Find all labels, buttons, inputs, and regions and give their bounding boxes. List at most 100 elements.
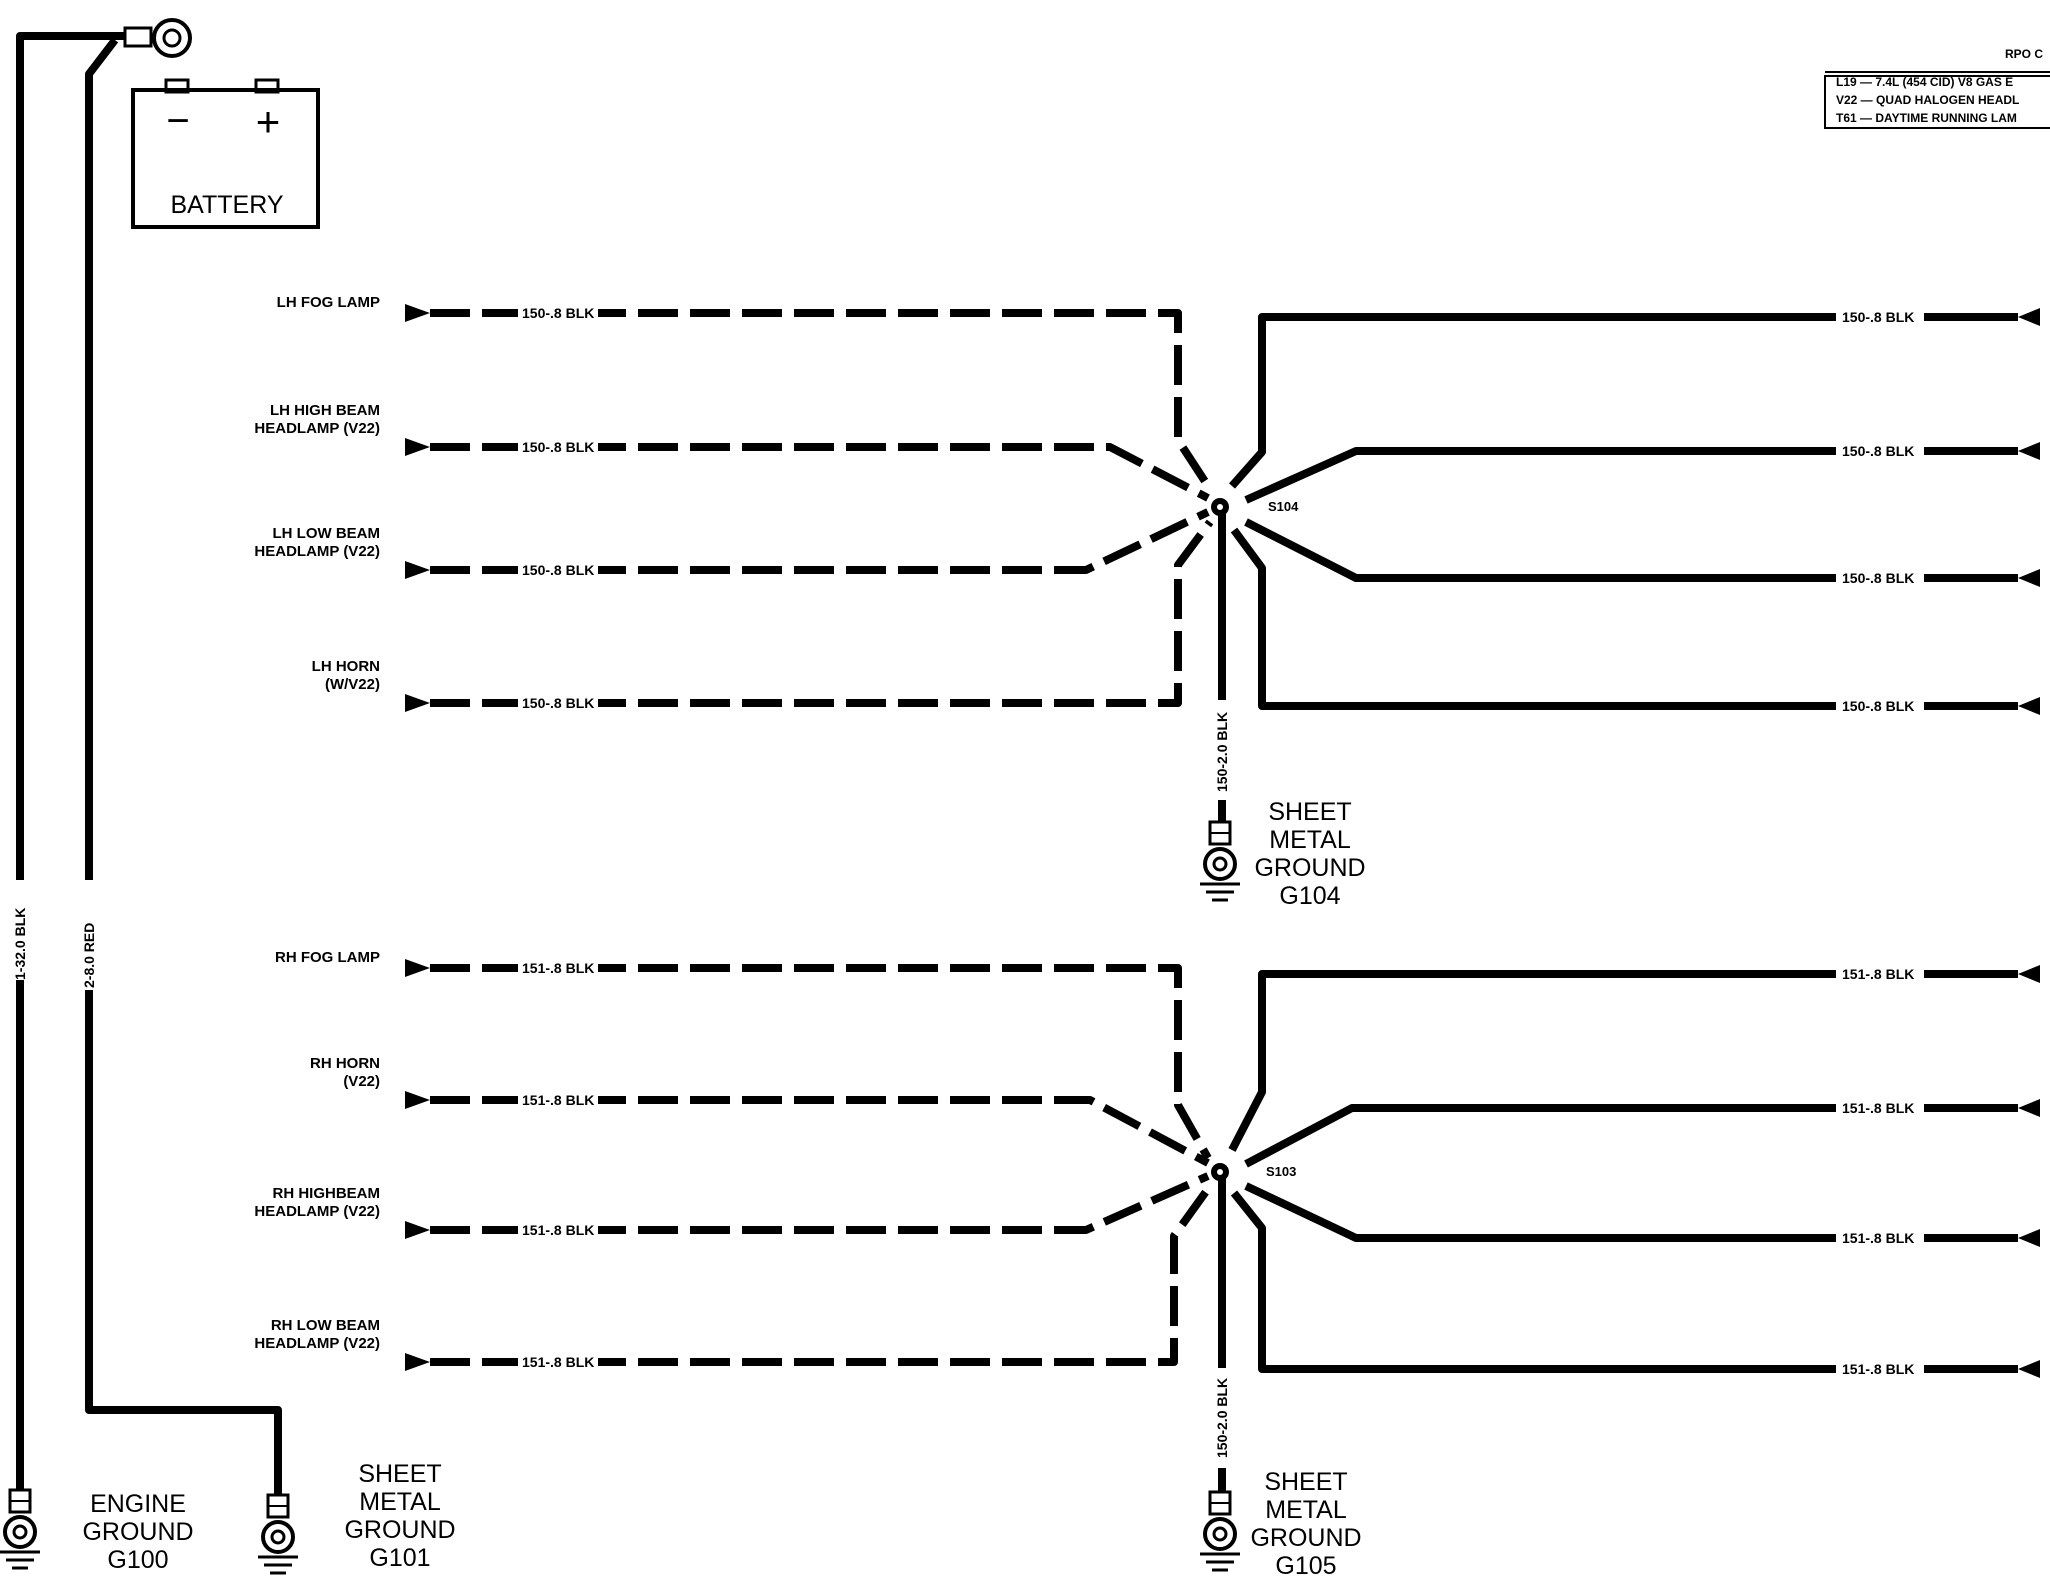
splice-s103-group: 150-2.0 BLK S103 (430, 964, 2018, 1492)
g105-label-1: METAL (1265, 1496, 1347, 1524)
rpo-title: RPO C (2005, 47, 2043, 61)
right-output-wire-4 (1230, 527, 2018, 710)
left-input-lower-3-label-1: HEADLAMP (V22) (254, 1335, 380, 1352)
left-input-lower-3-wire-label: 151-.8 BLK (522, 1354, 594, 1370)
left-input-upper-2-label-0: LH LOW BEAM (273, 525, 380, 542)
right-output-upper-3-arrow-icon (2018, 697, 2040, 715)
left-input-lower-2-label-0: RH HIGHBEAM (273, 1185, 381, 1202)
battery-terminal-ring-icon (152, 18, 192, 58)
battery-cables: 1-32.0 BLK 2-8.0 RED (8, 18, 282, 1495)
g105-ground-lug-icon (1203, 1517, 1237, 1551)
rh-low-beam-wire (430, 1183, 1214, 1366)
left-input-upper-3-arrow-icon (405, 694, 430, 712)
battery-terminal-connector (123, 26, 153, 48)
left-input-upper-2-wire-label: 150-.8 BLK (522, 562, 594, 578)
lh-high-beam-wire (430, 443, 1210, 502)
g104-label-2: GROUND (1254, 854, 1365, 882)
right-output-wire-8 (1230, 1190, 2018, 1373)
left-input-upper-0-arrow-icon (405, 304, 430, 322)
lh-fog-lamp-wire (430, 309, 1212, 489)
left-input-upper-3-wire-label: 150-.8 BLK (522, 695, 594, 711)
right-output-wire-3 (1244, 518, 2018, 582)
left-input-lower-3-arrow-icon (405, 1353, 430, 1371)
g105-label-2: GROUND (1250, 1524, 1361, 1552)
left-input-upper-1-wire-label: 150-.8 BLK (522, 439, 594, 455)
right-output-wire-7 (1244, 1182, 2018, 1242)
right-output-lower-2-arrow-icon (2018, 1229, 2040, 1247)
right-output-lower-2-wire-label: 151-.8 BLK (1842, 1230, 1914, 1246)
right-output-upper-0-wire-label: 150-.8 BLK (1842, 309, 1914, 325)
right-output-lower-0-wire-label: 151-.8 BLK (1842, 966, 1914, 982)
right-output-wire-2 (1244, 447, 2018, 504)
splice-s104-label: S104 (1268, 499, 1299, 514)
left-input-upper-2-label-1: HEADLAMP (V22) (254, 543, 380, 560)
g101-label-3: G101 (369, 1544, 430, 1572)
left-input-upper-0-wire-label: 150-.8 BLK (522, 305, 594, 321)
battery-label: BATTERY (171, 191, 284, 219)
left-input-lower-0-arrow-icon (405, 959, 430, 977)
g101-label-0: SHEET (358, 1460, 441, 1488)
s103-ground-wire-label: 150-2.0 BLK (1214, 1378, 1230, 1458)
g101-label-2: GROUND (344, 1516, 455, 1544)
ground-cable-label-gap (8, 880, 32, 980)
g105-label-3: G105 (1275, 1552, 1336, 1580)
splice-s104-group: 150-2.0 BLK S104 (430, 309, 2018, 822)
battery-minus-symbol: − (166, 99, 189, 143)
g105-label-0: SHEET (1264, 1468, 1347, 1496)
g104-ground-lug-icon (1203, 847, 1237, 881)
left-input-upper-1-label-1: HEADLAMP (V22) (254, 420, 380, 437)
rpo-line-l19: L19 — 7.4L (454 CID) V8 GAS E (1836, 75, 2013, 89)
left-input-upper-1-label-0: LH HIGH BEAM (270, 402, 380, 419)
left-input-lower-2-wire-label: 151-.8 BLK (522, 1222, 594, 1238)
g104-label-1: METAL (1269, 826, 1351, 854)
battery-ground-cable (16, 32, 128, 1490)
right-output-lower-1-arrow-icon (2018, 1099, 2040, 1117)
right-output-lower-3-arrow-icon (2018, 1360, 2040, 1378)
g100-label-1: GROUND (82, 1518, 193, 1546)
right-output-upper-1-wire-label: 150-.8 BLK (1842, 443, 1914, 459)
right-output-wire-1 (1229, 313, 2018, 489)
right-output-lower-0-arrow-icon (2018, 965, 2040, 983)
left-input-lower-3-label-0: RH LOW BEAM (271, 1317, 380, 1334)
right-output-lower-1-wire-label: 151-.8 BLK (1842, 1100, 1914, 1116)
s104-ground-wire-label: 150-2.0 BLK (1214, 712, 1230, 792)
battery: − + BATTERY (131, 78, 320, 229)
g100-ground-lug-icon (3, 1515, 37, 1549)
left-input-lower-0-label-0: RH FOG LAMP (275, 949, 380, 966)
left-input-upper-2-arrow-icon (405, 561, 430, 579)
battery-positive-cable-label: 2-8.0 RED (81, 923, 97, 988)
right-output-wire-6 (1244, 1104, 2018, 1168)
battery-positive-cable (85, 37, 282, 1495)
rpo-line-t61: T61 — DAYTIME RUNNING LAM (1836, 111, 2017, 125)
battery-case (131, 88, 320, 229)
left-input-lower-1-label-1: (V22) (343, 1073, 380, 1090)
rh-highbeam-wire (430, 1172, 1210, 1234)
g100-label-2: G100 (107, 1546, 168, 1574)
right-output-upper-2-arrow-icon (2018, 569, 2040, 587)
battery-positive-post (254, 78, 280, 94)
rpo-line-v22: V22 — QUAD HALOGEN HEADL (1836, 93, 2019, 107)
left-input-upper-3-label-0: LH HORN (312, 658, 380, 675)
battery-plus-symbol: + (256, 98, 281, 145)
g101-ground-lug-icon (261, 1520, 295, 1554)
right-output-upper-0-arrow-icon (2018, 308, 2040, 326)
rpo-code-box: RPO C L19 — 7.4L (454 CID) V8 GAS E V22 … (1824, 47, 2050, 129)
left-input-lower-0-wire-label: 151-.8 BLK (522, 960, 594, 976)
right-output-upper-2-wire-label: 150-.8 BLK (1842, 570, 1914, 586)
g104-label-3: G104 (1279, 882, 1340, 910)
battery-negative-post (164, 78, 190, 94)
g104-label-0: SHEET (1268, 798, 1351, 826)
left-input-lower-1-wire-label: 151-.8 BLK (522, 1092, 594, 1108)
left-input-upper-0-label-0: LH FOG LAMP (277, 294, 380, 311)
battery-ground-cable-label: 1-32.0 BLK (12, 908, 28, 980)
g100-label-0: ENGINE (90, 1490, 186, 1518)
positive-cable-label-gap (77, 880, 101, 990)
g101-label-1: METAL (359, 1488, 441, 1516)
right-output-lower-3-wire-label: 151-.8 BLK (1842, 1361, 1914, 1377)
lh-horn-wire (430, 519, 1214, 707)
right-output-upper-3-wire-label: 150-.8 BLK (1842, 698, 1914, 714)
left-input-lower-2-arrow-icon (405, 1221, 430, 1239)
right-output-upper-1-arrow-icon (2018, 442, 2040, 460)
